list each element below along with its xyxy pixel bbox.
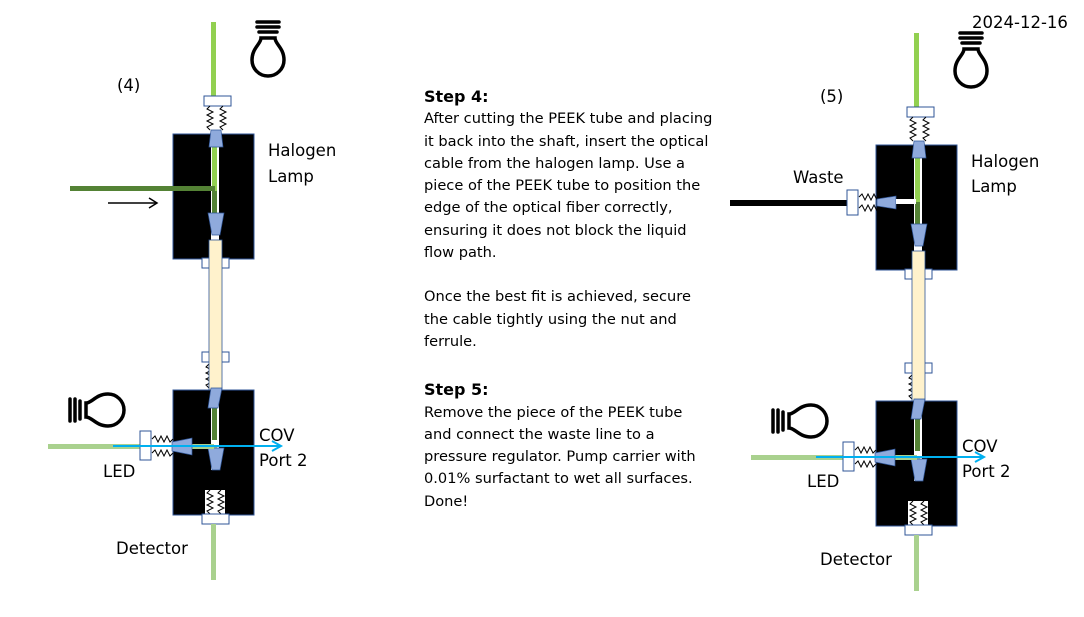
detector-label: Detector xyxy=(116,539,188,558)
flow-cell-assembly xyxy=(48,22,281,580)
cov-label: COV xyxy=(259,426,295,445)
halogen-fiber-insert xyxy=(70,186,215,191)
instructions-panel: Step 4: After cutting the PEEK tube and … xyxy=(424,86,714,513)
step5-done: Done! xyxy=(424,492,469,510)
led-bulb-icon xyxy=(771,403,829,439)
cov-label: COV xyxy=(962,437,998,456)
step4-note: Once the best fit is achieved, secure th… xyxy=(424,288,691,350)
date-label: 2024-12-16 xyxy=(972,13,1068,32)
halogen-bulb-icon xyxy=(250,20,286,78)
step5-text: Remove the piece of the PEEK tube and co… xyxy=(424,403,696,488)
halogen-label: Halogen xyxy=(971,152,1039,171)
diagram-step-4: (4) Halogen Lamp COV Port 2 LED Detector xyxy=(48,20,336,580)
lamp-label: Lamp xyxy=(268,167,314,186)
flow-cell-assembly xyxy=(751,33,984,591)
port-label: Port 2 xyxy=(962,462,1010,481)
led-label: LED xyxy=(103,462,135,481)
halogen-bulb-icon xyxy=(953,31,989,89)
diagram-step-5: (5) Waste Halogen Lamp COV Port 2 LED De… xyxy=(730,31,1039,591)
insert-direction-arrow xyxy=(108,197,159,209)
step4-title: Step 4: xyxy=(424,87,489,106)
diagram-number: (5) xyxy=(820,87,843,106)
port-label: Port 2 xyxy=(259,451,307,470)
waste-line xyxy=(730,189,916,216)
led-bulb-icon xyxy=(68,392,126,428)
led-label: LED xyxy=(807,472,839,491)
step5-title: Step 5: xyxy=(424,380,489,400)
step4-text: After cutting the PEEK tube and placing … xyxy=(424,110,713,262)
detector-label: Detector xyxy=(820,550,892,569)
waste-label: Waste xyxy=(793,168,844,187)
lamp-label: Lamp xyxy=(971,177,1017,196)
diagram-number: (4) xyxy=(117,76,140,95)
halogen-label: Halogen xyxy=(268,141,336,160)
